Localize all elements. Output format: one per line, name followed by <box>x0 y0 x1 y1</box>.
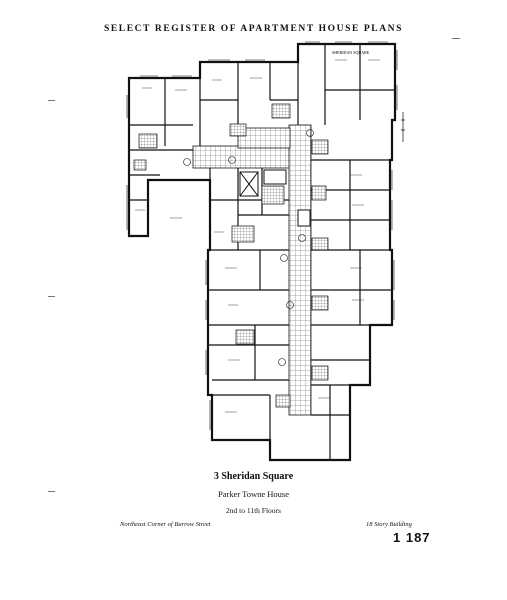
page-title: SELECT REGISTER OF APARTMENT HOUSE PLANS <box>103 24 404 34</box>
bathrooms <box>133 103 329 408</box>
doors <box>183 129 314 366</box>
windows <box>126 41 398 430</box>
margin-mark <box>48 296 55 297</box>
floor-range: 2nd to 11th Floors <box>226 506 281 515</box>
building-name: Parker Towne House <box>217 489 289 499</box>
margin-mark <box>48 491 55 492</box>
corridor <box>192 124 312 416</box>
street-mark <box>401 112 405 142</box>
building-type: 18 Story Building <box>366 521 412 528</box>
building-address: 3 Sheridan Square <box>213 471 294 482</box>
elevator-core <box>239 169 311 227</box>
margin-mark <box>48 100 55 101</box>
room-labels <box>135 59 380 413</box>
street-label: SHERIDAN SQUARE <box>332 50 370 55</box>
margin-mark <box>452 38 460 39</box>
interior-walls <box>129 44 395 460</box>
page-number: 1 187 <box>393 530 431 545</box>
building-outline <box>127 42 397 462</box>
location-note: Northeast Corner of Barrow Street <box>120 521 211 528</box>
